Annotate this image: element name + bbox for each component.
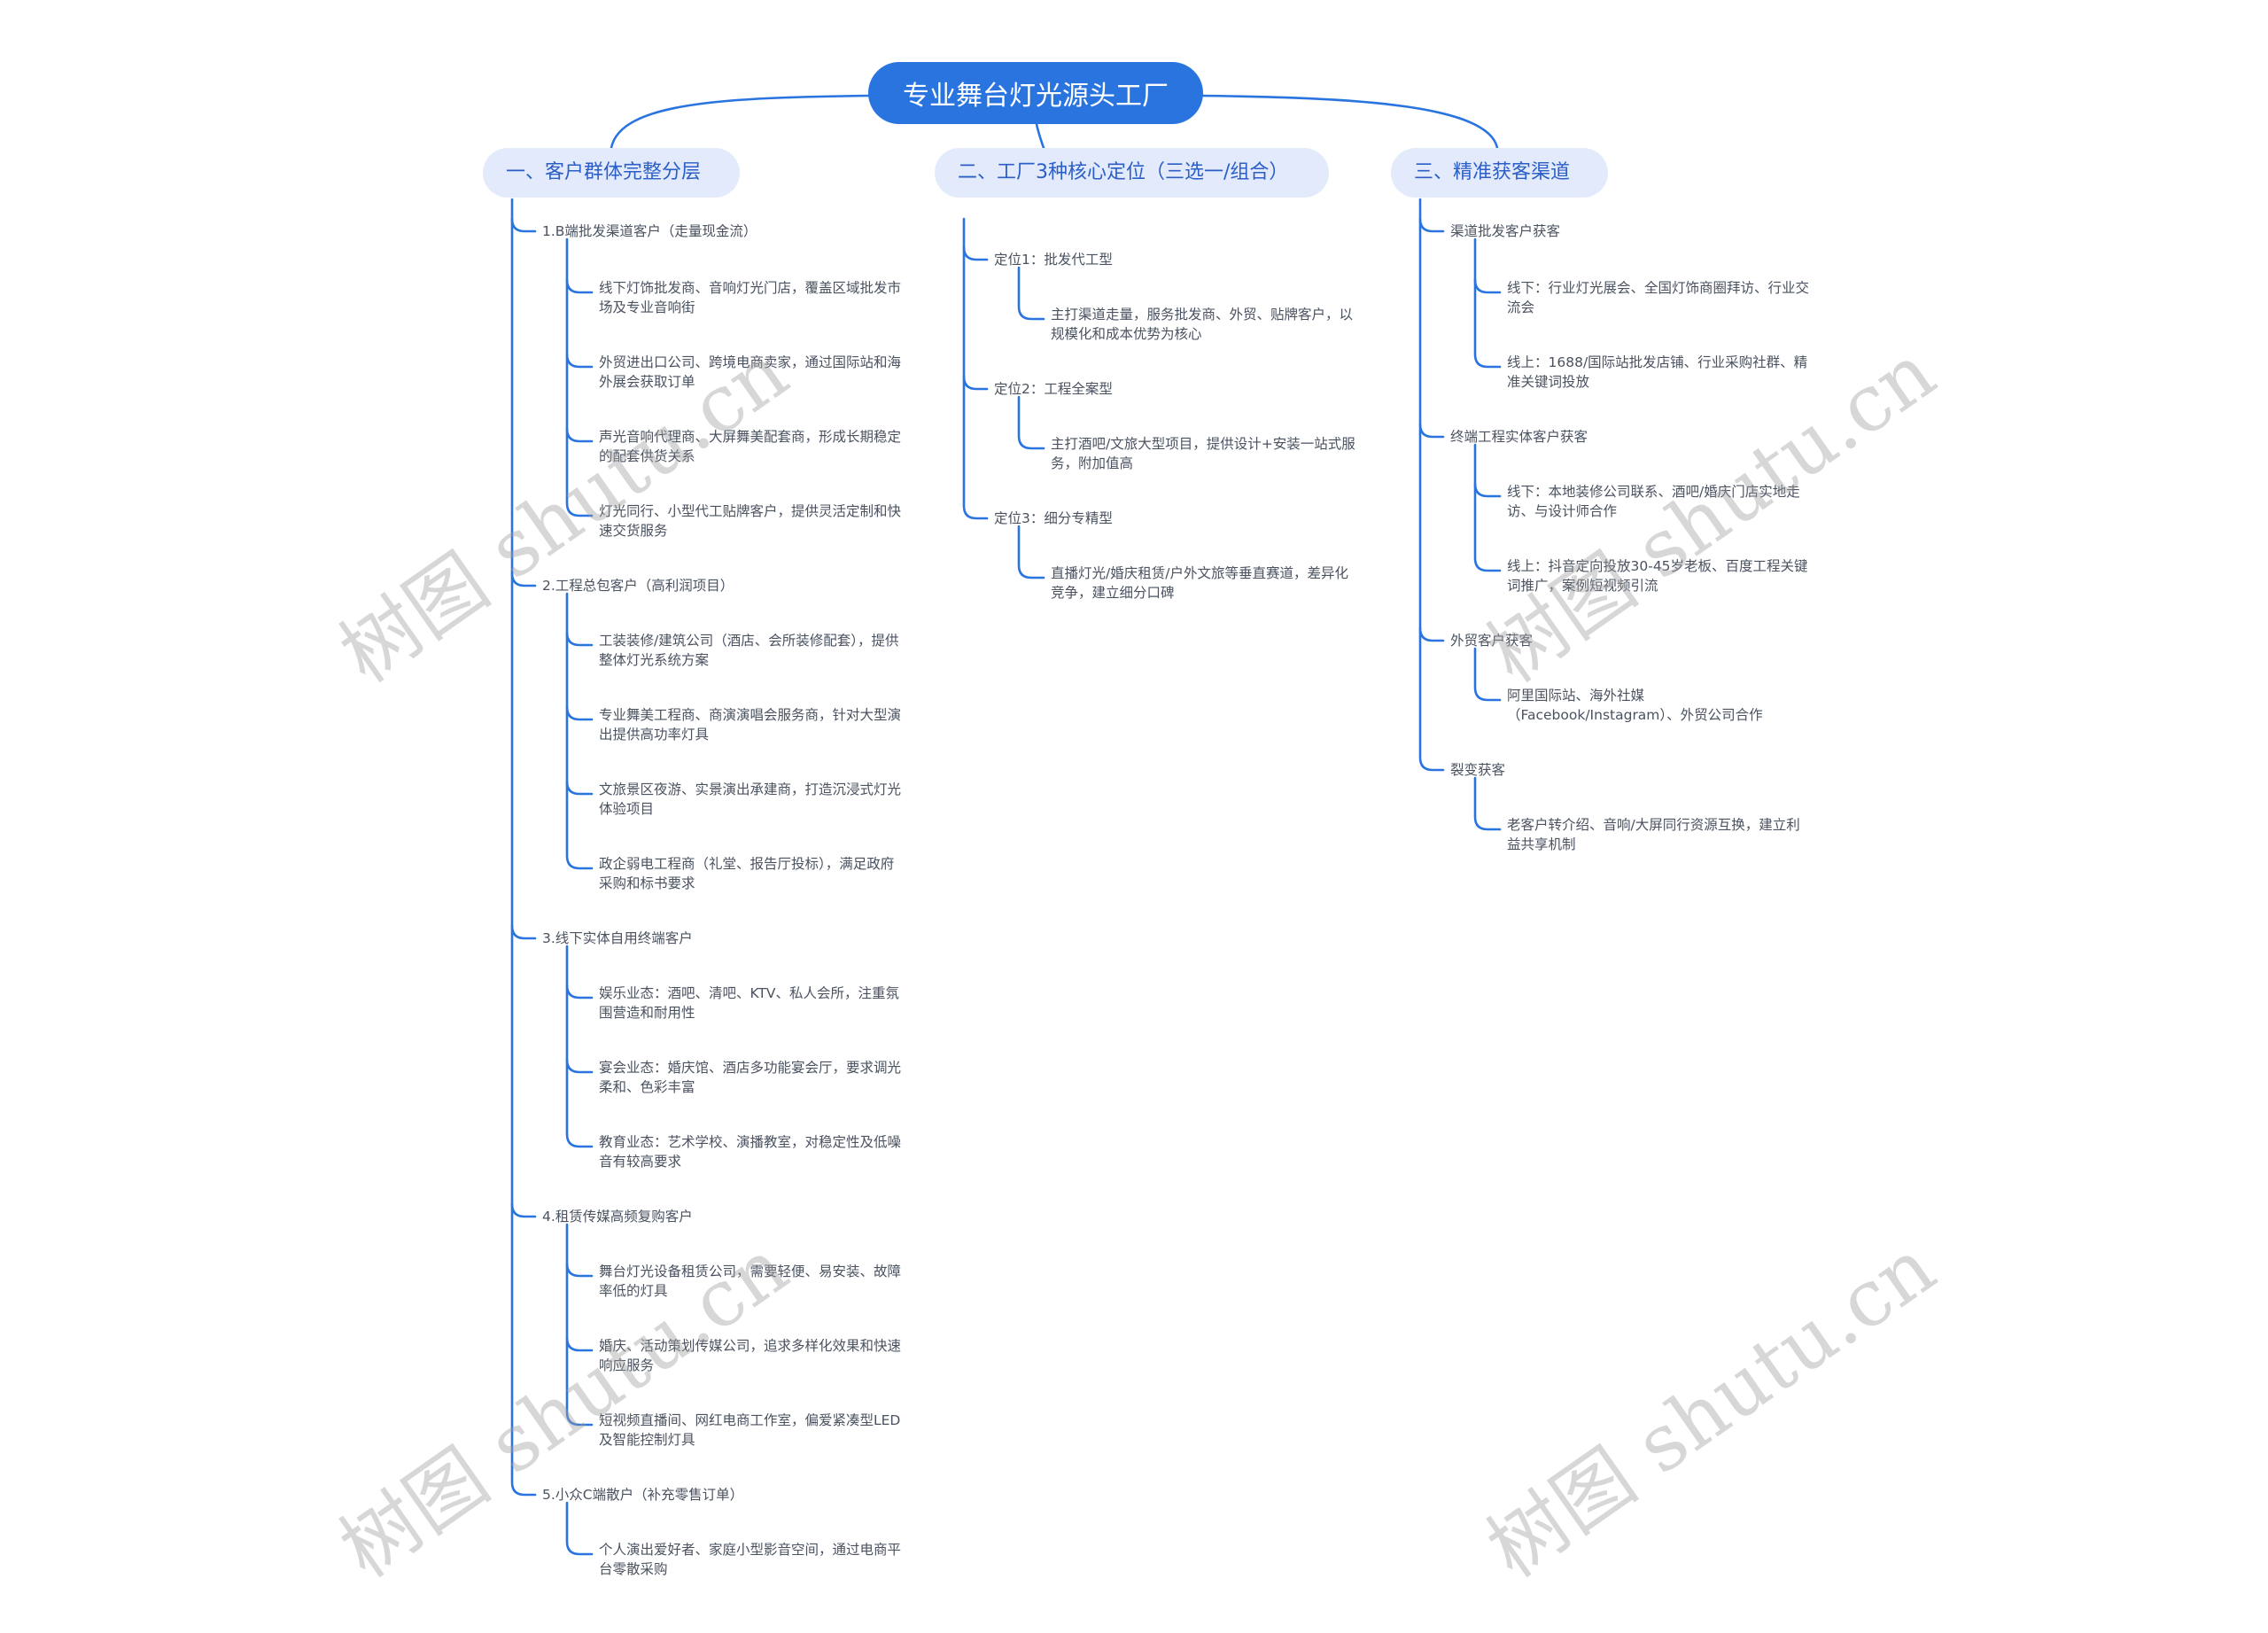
subtopic-positioning-project[interactable]: 定位2：工程全案型 [994,381,1113,397]
subtopic-trunk [510,198,537,1497]
leaf-item[interactable]: 娱乐业态：酒吧、清吧、KTV、私人会所，注重氛围营造和耐用性 [599,985,900,1021]
leaf-connector [565,278,594,294]
leaf-trunk [1017,266,1045,321]
leaf-item[interactable]: 文旅景区夜游、实景演出承建商，打造沉浸式灯光体验项目 [599,782,902,817]
leaf-connector [565,353,594,369]
subtopic-connector [1418,423,1445,439]
branch-factory-positioning[interactable]: 二、工厂3种核心定位（三选一/组合） [935,148,1329,198]
branch-label: 三、精准获客渠道 [1414,161,1571,183]
subtopic-connector [1418,217,1445,233]
branch-label: 二、工厂3种核心定位（三选一/组合） [958,161,1289,183]
leaf-item[interactable]: 线下：行业灯光展会、全国灯饰商圈拜访、行业交流会 [1507,280,1810,315]
leaf-item[interactable]: 舞台灯光设备租赁公司，需要轻便、易安装、故障率低的灯具 [599,1264,902,1299]
subtopic-b2b-wholesale[interactable]: 1.B端批发渠道客户（走量现金流） [542,223,757,239]
leaf-item[interactable]: 线下灯饰批发商、音响灯光门店，覆盖区域批发市场及专业音响街 [599,280,902,315]
leaf-item[interactable]: 老客户转介绍、音响/大屏同行资源互换，建立利益共享机制 [1507,817,1800,852]
leaf-item[interactable]: 专业舞美工程商、商演演唱会服务商，针对大型演出提供高功率灯具 [599,707,902,743]
leaf-trunk [565,237,594,517]
leaf-item[interactable]: 线下：本地装修公司联系、酒吧/婚庆门店实地走访、与设计师合作 [1507,484,1800,519]
subtopic-connector [510,924,537,940]
leaf-trunk [1473,443,1502,572]
subtopic-connector [1418,626,1445,642]
leaf-item[interactable]: 教育业态：艺术学校、演播教室，对稳定性及低噪音有较高要求 [599,1134,902,1170]
leaf-item[interactable]: 灯光同行、小型代工贴牌客户，提供灵活定制和快速交货服务 [599,503,902,539]
subtopic-venue-end-users[interactable]: 3.线下实体自用终端客户 [542,930,693,946]
leaf-connector [565,984,594,999]
leaf-connector [565,780,594,796]
leaf-trunk [565,945,594,1148]
root-connector [1198,94,1499,150]
subtopic-rental-media[interactable]: 4.租赁传媒高频复购客户 [542,1209,693,1225]
branch-customer-tiers[interactable]: 一、客户群体完整分层 [483,148,740,198]
leaf-connector [565,1262,594,1278]
subtopic-project-contractors[interactable]: 2.工程总包客户（高利润项目） [542,578,734,594]
subtopic-positioning-niche[interactable]: 定位3：细分专精型 [994,510,1113,526]
leaf-item[interactable]: 阿里国际站、海外社媒（Facebook/Instagram）、外贸公司合作 [1507,688,1763,723]
leaf-item[interactable]: 短视频直播间、网红电商工作室，偏爱紧凑型LED及智能控制灯具 [599,1412,901,1448]
leaf-trunk [1473,647,1502,702]
leaf-connector [565,705,594,721]
leaf-item[interactable]: 政企弱电工程商（礼堂、报告厅投标），满足政府采购和标书要求 [599,856,895,891]
leaf-connector [565,427,594,443]
leaf-trunk [1473,776,1502,831]
leaf-item[interactable]: 工装装修/建筑公司（酒店、会所装修配套），提供整体灯光系统方案 [599,633,899,668]
leaf-item[interactable]: 主打酒吧/文旅大型项目，提供设计+安装一站式服务，附加值高 [1051,436,1355,471]
branch-acquisition-channels[interactable]: 三、精准获客渠道 [1391,148,1608,198]
leaf-item[interactable]: 外贸进出口公司、跨境电商卖家，通过国际站和海外展会获取订单 [599,354,902,390]
leaf-item[interactable]: 主打渠道走量，服务批发商、外贸、贴牌客户，以规模化和成本优势为核心 [1051,307,1354,342]
root-topic[interactable]: 专业舞台灯光源头工厂 [868,62,1203,124]
leaf-item[interactable]: 宴会业态：婚庆馆、酒店多功能宴会厅，要求调光柔和、色彩丰富 [599,1060,902,1095]
leaf-trunk [565,1501,594,1556]
subtopic-project-acquisition[interactable]: 终端工程实体客户获客 [1450,429,1588,445]
subtopic-trunk [1418,198,1445,772]
subtopic-connector [510,217,537,233]
subtopic-wholesale-acquisition[interactable]: 渠道批发客户获客 [1450,223,1561,239]
leaf-trunk [1017,525,1045,579]
leaf-item[interactable]: 线上：1688/国际站批发店铺、行业采购社群、精准关键词投放 [1507,354,1808,390]
subtopic-connector [510,572,537,587]
root-topic-label: 专业舞台灯光源头工厂 [903,81,1169,112]
leaf-trunk [1017,395,1045,450]
leaf-item[interactable]: 直播灯光/婚庆租赁/户外文旅等垂直赛道，差异化竞争，建立细分口碑 [1051,565,1348,601]
leaf-item[interactable]: 声光音响代理商、大屏舞美配套商，形成长期稳定的配套供货关系 [599,429,902,464]
root-connector [610,94,874,150]
leaf-connector [1473,482,1502,498]
subtopic-c-end-retail[interactable]: 5.小众C端散户（补充零售订单） [542,1487,744,1503]
subtopic-referral-acquisition[interactable]: 裂变获客 [1450,762,1506,778]
subtopic-trunk [962,217,989,520]
leaf-connector [1473,278,1502,294]
leaf-connector [565,1336,594,1352]
subtopic-connector [510,1202,537,1218]
leaf-trunk [565,592,594,870]
leaf-connector [565,631,594,647]
branch-label: 一、客户群体完整分层 [506,161,702,183]
leaf-trunk [565,1223,594,1427]
subtopic-connector [962,375,989,391]
leaf-item[interactable]: 婚庆、活动策划传媒公司，追求多样化效果和快速响应服务 [599,1338,902,1373]
leaf-item[interactable]: 线上：抖音定向投放30-45岁老板、百度工程关键词推广，案例短视频引流 [1507,558,1808,594]
subtopic-positioning-oem[interactable]: 定位1：批发代工型 [994,252,1113,268]
subtopic-export-acquisition[interactable]: 外贸客户获客 [1450,633,1534,649]
subtopic-connector [962,245,989,261]
leaf-trunk [1473,237,1502,369]
leaf-item[interactable]: 个人演出爱好者、家庭小型影音空间，通过电商平台零散采购 [599,1542,902,1577]
leaf-connector [565,1058,594,1074]
root-connector [1035,122,1045,150]
